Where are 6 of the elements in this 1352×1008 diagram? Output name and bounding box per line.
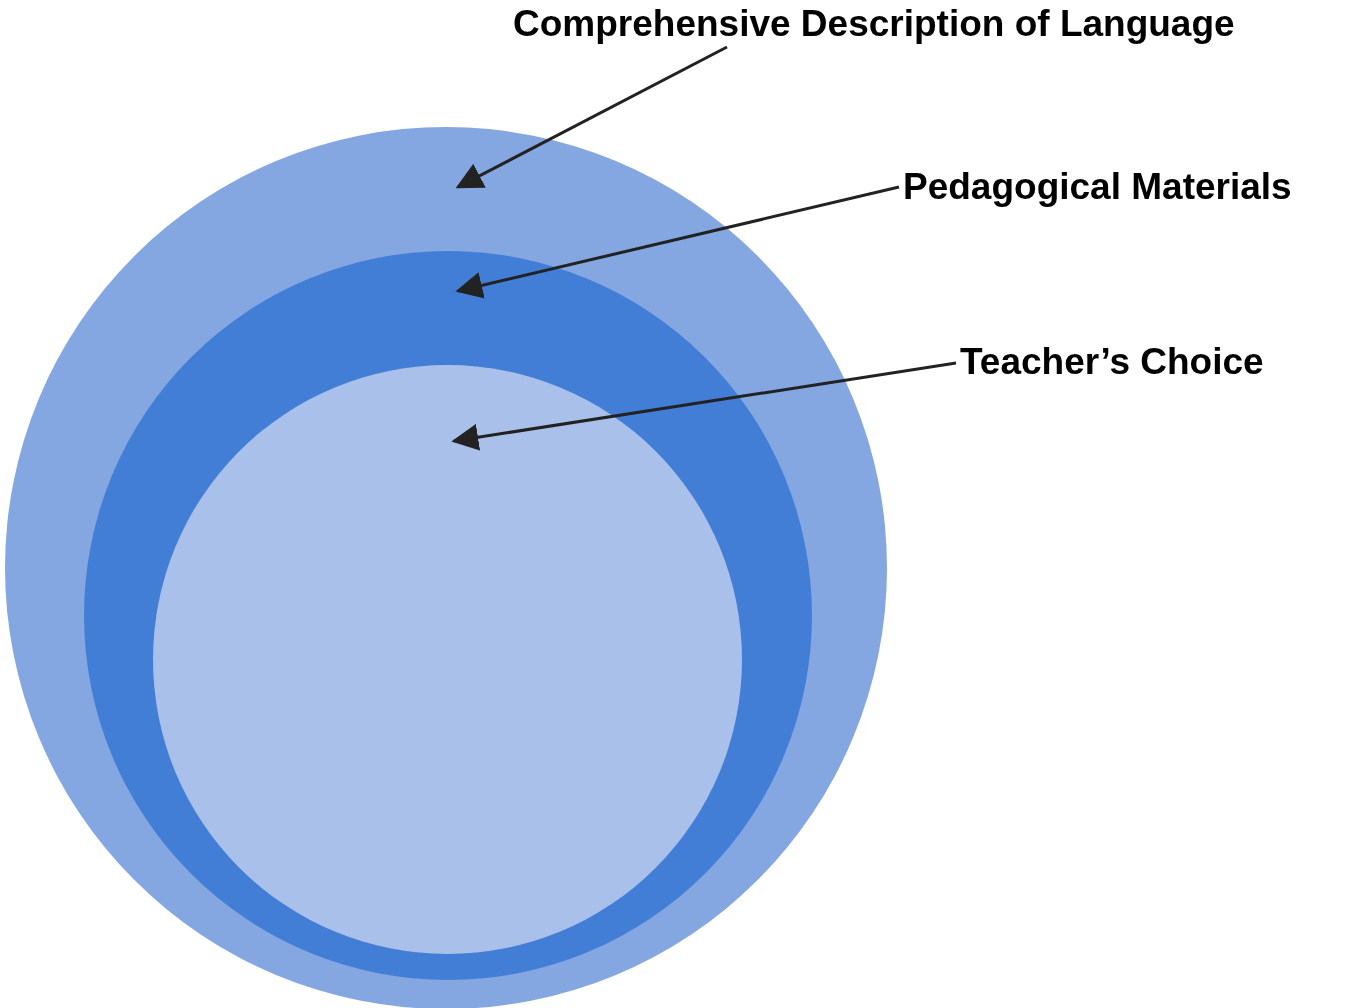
callout-label: Pedagogical Materials — [903, 166, 1292, 209]
arrow — [451, 361, 957, 451]
callout-label: Teacher’s Choice — [960, 341, 1264, 384]
arrow — [455, 45, 728, 189]
arrow — [455, 185, 900, 299]
callout-label: Comprehensive Description of Language — [513, 3, 1235, 46]
